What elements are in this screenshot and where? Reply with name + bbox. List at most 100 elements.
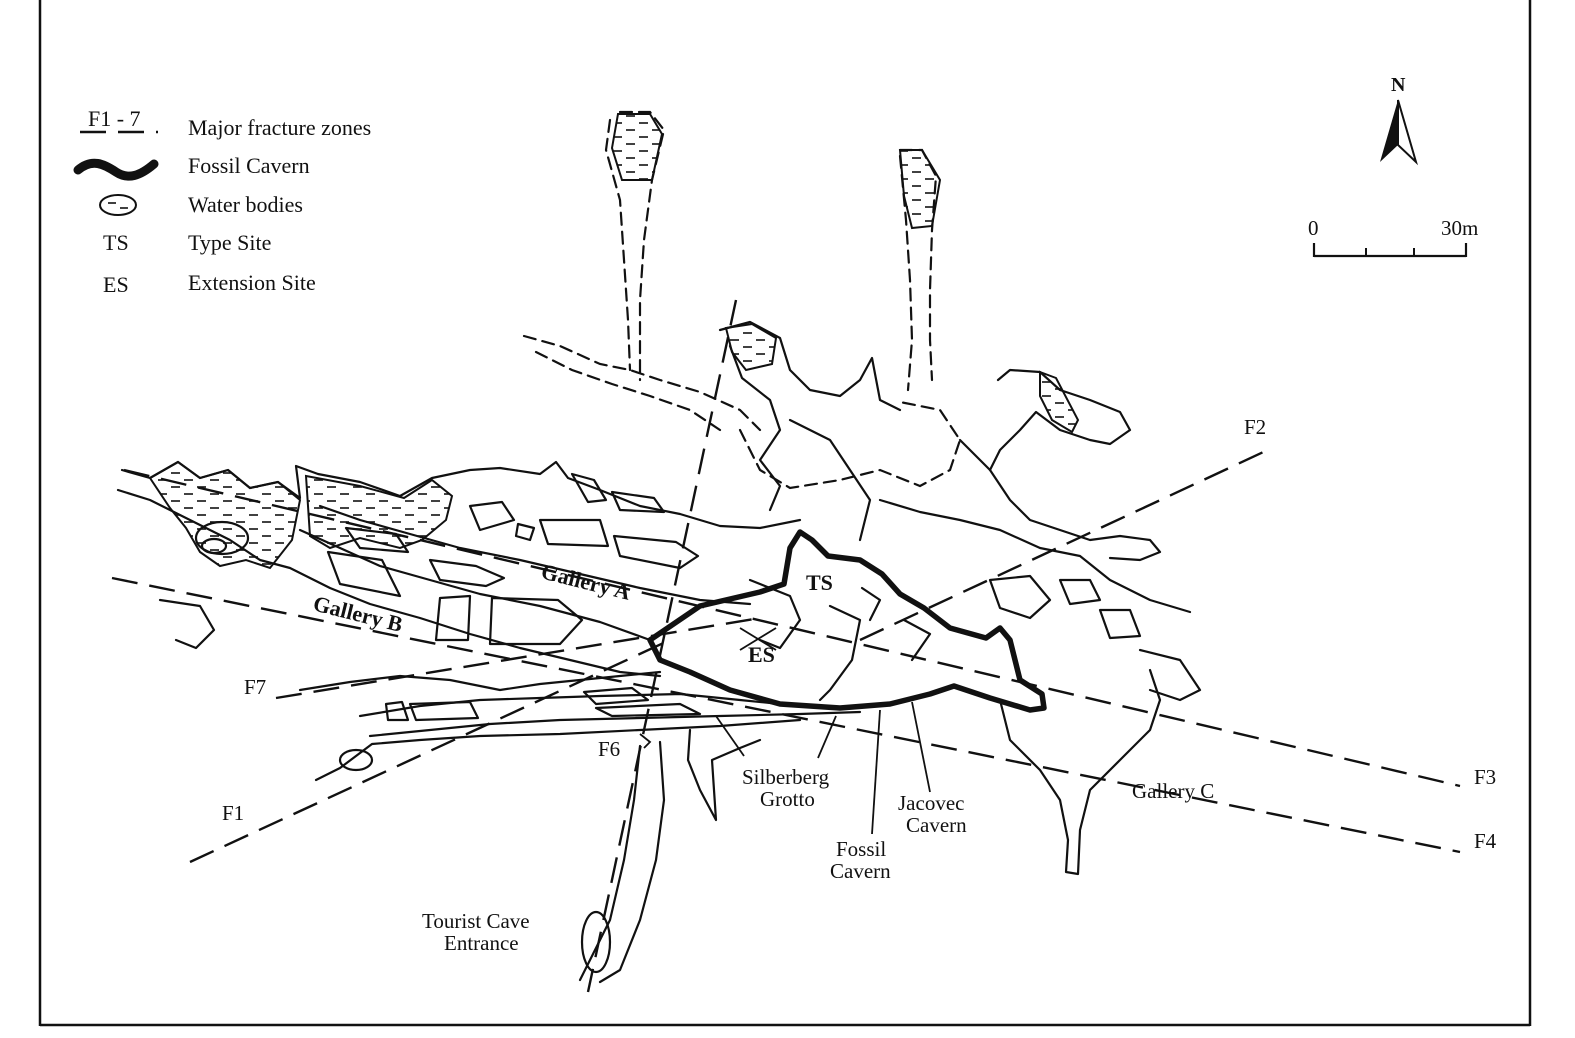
internal-passage-4 bbox=[902, 618, 932, 662]
label-f7: F7 bbox=[244, 675, 266, 699]
north-arrow: N bbox=[1380, 74, 1418, 166]
label-fossil-line1: Fossil bbox=[836, 837, 886, 861]
pillar-lower-3 bbox=[384, 700, 410, 722]
internal-passage-2 bbox=[818, 604, 862, 702]
passage-silberberg bbox=[686, 728, 762, 822]
legend-es-label: Extension Site bbox=[188, 270, 316, 295]
fossil-cavern-symbol bbox=[73, 158, 159, 181]
map-frame bbox=[38, 0, 1532, 1027]
pillar-west-3 bbox=[326, 550, 402, 598]
leader-lines bbox=[639, 701, 931, 835]
legend-ts-label: Type Site bbox=[188, 230, 271, 255]
fossil-cavern-internal bbox=[739, 578, 932, 702]
shaft-north-left-outline-2 bbox=[604, 118, 632, 372]
fracture-zones bbox=[111, 299, 1461, 993]
legend-fossil-label: Fossil Cavern bbox=[188, 153, 310, 178]
scale-start-label: 0 bbox=[1308, 216, 1319, 240]
pillar-lower-4 bbox=[582, 686, 650, 706]
passage-tourist-east bbox=[598, 740, 666, 984]
label-silberberg-line2: Grotto bbox=[760, 787, 815, 811]
passage-lower-gallery-floor bbox=[314, 718, 802, 782]
label-f2: F2 bbox=[1244, 415, 1266, 439]
passage-east-1 bbox=[1138, 648, 1202, 702]
pillar-gallery-a-2 bbox=[538, 518, 610, 548]
leader-silberberg-1 bbox=[715, 715, 745, 757]
passage-central-mid bbox=[788, 418, 872, 542]
label-extension-site: ES bbox=[748, 642, 775, 667]
passage-central-north-1 bbox=[718, 320, 902, 412]
label-fossil-line2: Cavern bbox=[830, 859, 891, 883]
leader-f6-tick bbox=[639, 733, 652, 749]
pillar-lower-1 bbox=[338, 748, 374, 772]
internal-passage-1 bbox=[748, 578, 802, 650]
passage-tourist-west bbox=[578, 744, 642, 982]
water-body-northeast bbox=[1039, 370, 1080, 434]
pillar-tourist-entrance bbox=[580, 910, 612, 974]
water-body-symbol bbox=[99, 194, 137, 216]
label-f6: F6 bbox=[598, 737, 620, 761]
legend-ts-symbol: TS bbox=[103, 230, 129, 255]
pillar-gallery-a-3 bbox=[612, 534, 700, 570]
scale-end-label: 30m bbox=[1441, 216, 1478, 240]
water-body-west-2 bbox=[304, 474, 454, 550]
water-body-north-left bbox=[610, 113, 664, 181]
internal-cross-2 bbox=[739, 627, 777, 651]
shaft-north-left-outline bbox=[618, 110, 666, 382]
pillar-east-1 bbox=[1098, 608, 1142, 640]
pillar-east-3 bbox=[988, 574, 1052, 620]
leader-fossil-cavern bbox=[871, 709, 881, 835]
leader-silberberg-2 bbox=[817, 715, 837, 759]
water-body-north-right bbox=[898, 149, 942, 230]
pillar-gallery-b-2 bbox=[488, 596, 584, 646]
legend: F1 - 7 Major fracture zones Fossil Caver… bbox=[73, 106, 371, 297]
shaft-north-left-branch bbox=[522, 334, 762, 432]
fracture-line-f6 bbox=[586, 299, 738, 993]
water-body-central bbox=[724, 322, 778, 372]
passage-west-southern-spur bbox=[158, 598, 216, 650]
pillar-gallery-b-1 bbox=[434, 594, 472, 642]
pillar-gallery-a-4 bbox=[514, 522, 536, 542]
label-jacovec-line2: Cavern bbox=[906, 813, 967, 837]
pillar-north-band-2 bbox=[610, 490, 666, 514]
label-f1: F1 bbox=[222, 801, 244, 825]
fracture-line-f7 bbox=[275, 616, 761, 700]
label-f4: F4 bbox=[1474, 829, 1497, 853]
passage-f7-area bbox=[298, 670, 662, 692]
pillar-east-2 bbox=[1058, 578, 1102, 606]
pillar-north-band-1 bbox=[570, 472, 608, 504]
label-tourist-line1: Tourist Cave bbox=[422, 909, 530, 933]
passage-gallery-b-north bbox=[298, 528, 652, 642]
passage-central-dashed-loop bbox=[738, 400, 962, 490]
north-arrow-right-half bbox=[1397, 99, 1418, 166]
internal-passage-3 bbox=[860, 586, 882, 622]
label-f3: F3 bbox=[1474, 765, 1496, 789]
fossil-cavern-outline bbox=[647, 529, 1047, 713]
leader-jacovec bbox=[911, 701, 931, 793]
legend-fracture-label: Major fracture zones bbox=[188, 115, 371, 140]
label-tourist-line2: Entrance bbox=[444, 931, 519, 955]
north-arrow-label: N bbox=[1391, 74, 1406, 96]
passage-lower-gallery-top bbox=[358, 692, 802, 718]
shaft-north-left-branch-2 bbox=[534, 350, 722, 432]
legend-fracture-code: F1 - 7 bbox=[88, 106, 141, 131]
fracture-line-f1 bbox=[189, 638, 671, 864]
label-jacovec-line1: Jacovec bbox=[898, 791, 964, 815]
passage-gallery-c-outline bbox=[998, 668, 1162, 876]
label-gallery-b: Gallery B bbox=[311, 591, 406, 637]
legend-fracture-symbol: F1 - 7 bbox=[80, 106, 158, 134]
fracture-line-f3 bbox=[123, 468, 1461, 788]
legend-es-symbol: ES bbox=[103, 272, 129, 297]
scale-bar: 0 30m bbox=[1308, 216, 1478, 258]
pillar-lower-5 bbox=[594, 702, 702, 718]
passage-central-north-2 bbox=[728, 344, 782, 512]
fracture-line-f4 bbox=[111, 576, 1461, 854]
legend-water-label: Water bodies bbox=[188, 192, 303, 217]
pillar-lower-2 bbox=[408, 700, 480, 722]
fracture-line-f2 bbox=[859, 446, 1273, 642]
north-arrow-left-half bbox=[1380, 100, 1398, 162]
water-body-west-1 bbox=[148, 460, 302, 570]
pillar-gallery-a-1 bbox=[468, 500, 516, 532]
cave-passages bbox=[116, 110, 1202, 984]
